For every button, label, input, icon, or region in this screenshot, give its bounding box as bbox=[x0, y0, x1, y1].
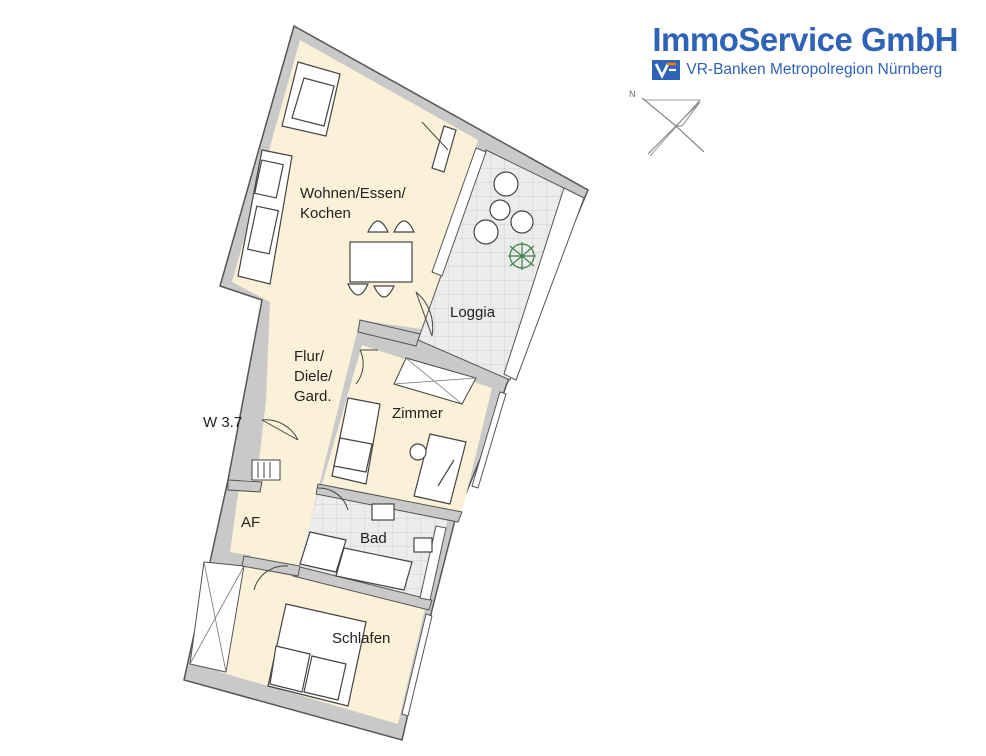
kitchen-counter bbox=[237, 149, 293, 285]
compass-north-label: N bbox=[629, 89, 636, 99]
living-label-2: Kochen bbox=[300, 205, 351, 222]
brand-subtitle: VR-Banken Metropolregion Nürnberg bbox=[686, 61, 943, 78]
living-label-1: Wohnen/Essen/ bbox=[300, 185, 406, 202]
hall-floor bbox=[250, 302, 360, 565]
sofa bbox=[281, 61, 341, 137]
loggia-furniture bbox=[473, 171, 534, 245]
brand-subtitle-row: VR-Banken Metropolregion Nürnberg bbox=[652, 60, 958, 80]
loggia-label: Loggia bbox=[450, 304, 496, 321]
windows bbox=[401, 147, 507, 717]
brand-name: ImmoService GmbH bbox=[652, 21, 958, 58]
compass-icon: N bbox=[629, 89, 705, 157]
room-furniture bbox=[331, 397, 467, 505]
storage-label: AF bbox=[241, 514, 260, 531]
storage-floor bbox=[230, 480, 260, 556]
doors bbox=[253, 291, 434, 591]
vr-bank-logo-icon bbox=[652, 60, 681, 80]
unit-label: W 3.7 bbox=[203, 414, 242, 431]
loggia-railing bbox=[503, 187, 585, 381]
bath-fixtures bbox=[299, 503, 433, 591]
hall-label-3: Gard. bbox=[294, 388, 332, 405]
hall-label-2: Diele/ bbox=[294, 368, 333, 385]
bath-label: Bad bbox=[360, 530, 387, 547]
hall-label-1: Flur/ bbox=[294, 348, 325, 365]
dining-set bbox=[347, 220, 415, 298]
plant bbox=[508, 242, 536, 270]
bath-floor bbox=[296, 494, 448, 600]
bedroom-label: Schlafen bbox=[332, 630, 390, 647]
brand-block: ImmoService GmbH VR-Banken Metropolregio… bbox=[652, 22, 958, 80]
sideboard bbox=[431, 125, 457, 173]
interior-walls bbox=[227, 319, 463, 611]
storage-shelf bbox=[251, 459, 281, 481]
loggia-floor bbox=[417, 149, 573, 381]
double-bed bbox=[267, 603, 367, 707]
room-label: Zimmer bbox=[392, 405, 443, 422]
